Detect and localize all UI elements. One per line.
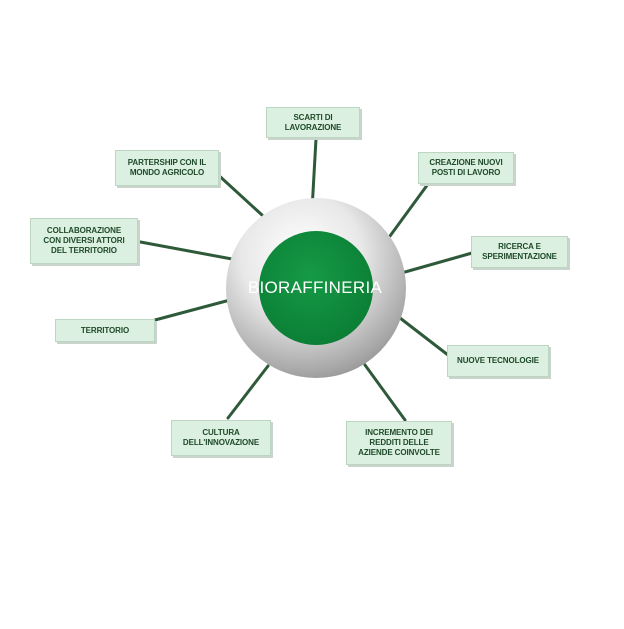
node-scarti-di-lavorazione: SCARTI DI LAVORAZIONE: [266, 107, 360, 138]
connector-incremento: [363, 363, 407, 422]
connector-territorio: [153, 298, 232, 322]
node-collaborazione: COLLABORAZIONE CON DIVERSI ATTORI DEL TE…: [30, 218, 138, 264]
node-nuove-tecnologie: NUOVE TECNOLOGIE: [447, 345, 549, 377]
node-territorio: TERRITORIO: [55, 319, 155, 342]
connector-tecnologie: [398, 316, 450, 357]
connector-partership: [213, 170, 264, 217]
node-incremento-redditi: INCREMENTO DEI REDDITI DELLE AZIENDE COI…: [346, 421, 452, 465]
node-cultura-innovazione: CULTURA DELL'INNOVAZIONE: [171, 420, 271, 456]
connector-collaborazione: [133, 239, 234, 261]
center-label: BIORAFFINERIA: [247, 278, 383, 297]
node-creazione-nuovi-posti: CREAZIONE NUOVI POSTI DI LAVORO: [418, 152, 514, 184]
connector-creazione: [388, 182, 430, 238]
node-ricerca-e-sperimentazione: RICERCA E SPERIMENTAZIONE: [471, 236, 568, 268]
center-green-circle: [259, 231, 373, 345]
connector-cultura: [226, 364, 270, 420]
node-partership-mondo-agricolo: PARTERSHIP CON IL MONDO AGRICOLO: [115, 150, 219, 186]
connector-ricerca: [403, 251, 474, 274]
connector-lines: [133, 137, 474, 422]
